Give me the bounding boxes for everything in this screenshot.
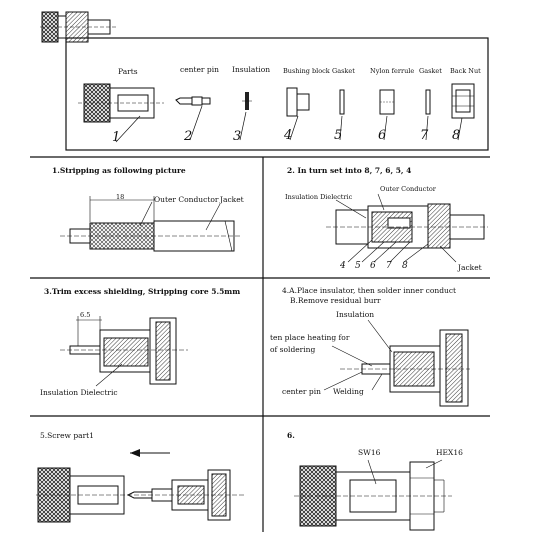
step2-number-6: 6 [370,261,376,271]
part-label-back-nut: Back Nut [450,67,481,75]
step5-title: 5.Screw part1 [40,431,94,440]
part-label-center-pin: center pin [180,65,219,74]
step2-jacket-label: Jacket [458,263,482,272]
step6-sw-label: SW16 [358,448,381,457]
part-3-insulation [239,92,252,141]
part-number-4: 4 [284,128,293,143]
part-number-5: 5 [334,128,343,143]
step2-insulation-dielectric-label: Insulation Dielectric [285,193,353,201]
step4-solder-drawing [323,319,470,407]
step1-stripping-drawing [60,196,240,252]
part-8-back-nut [451,83,475,141]
step2-title: 2. In turn set into 8, 7, 6, 5, 4 [287,166,412,175]
step6-hex-label: HEX16 [436,448,463,457]
part-5-gasket [339,89,345,141]
part-number-1: 1 [112,130,121,145]
part-label-bushing-block: Bushing block [283,67,330,75]
step5-screw-drawing [36,449,244,523]
part-7-gasket [425,89,431,141]
part-label-insulation: Insulation [232,65,271,74]
part-label-gasket-b: Gasket [419,67,442,75]
step2-number-7: 7 [386,261,392,271]
part-number-7: 7 [420,128,429,143]
parts-title: Parts [118,67,138,76]
part-label-gasket-a: Gasket [332,67,355,75]
step3-title: 3.Trim excess shielding, Stripping core … [44,287,241,296]
step4-heating-note-line1: ten place heating for [270,333,350,342]
step1-dimension: 18 [116,193,125,201]
part-2-center-pin [175,96,211,141]
top-connector-thumbnail [40,11,118,43]
part-6-nylon-ferrule [379,89,395,141]
step4-title-b: B.Remove residual burr [290,296,381,305]
step2-assembly-drawing [326,193,488,263]
part-number-2: 2 [184,129,193,144]
step2-number-8: 8 [402,261,408,271]
panel-grid-lines [30,156,490,532]
part-number-3: 3 [233,129,242,144]
step2-number-5: 5 [355,261,361,271]
step3-dimension: 6.5 [80,311,91,319]
step4-welding-label: Welding [333,387,364,396]
part-label-nylon-ferrule: Nylon ferrule [370,67,415,75]
step3-insulation-dielectric-label: Insulation Dielectric [40,388,118,397]
part-1-connector-body [78,83,164,143]
step4-center-pin-label: center pin [282,387,321,396]
step4-heating-note-line2: of soldering [270,345,316,354]
step4-title-a: 4.A.Place insulator, then solder inner c… [282,286,457,295]
step6-final-drawing [294,459,452,531]
step3-trim-drawing [60,316,188,387]
part-4-bushing-block [286,87,310,141]
parts-panel [65,37,489,151]
step6-title: 6. [287,431,295,440]
step1-outer-conductor-label: Outer Conductor [154,195,219,204]
step1-title: 1.Stripping as following picture [52,166,186,175]
step1-jacket-label: Jacket [220,195,244,204]
step4-insulation-label: Insulation [336,310,375,319]
step2-outer-conductor-label: Outer Conductor [380,185,436,193]
part-number-8: 8 [452,128,461,143]
part-number-6: 6 [378,128,387,143]
step2-number-4: 4 [340,261,346,271]
